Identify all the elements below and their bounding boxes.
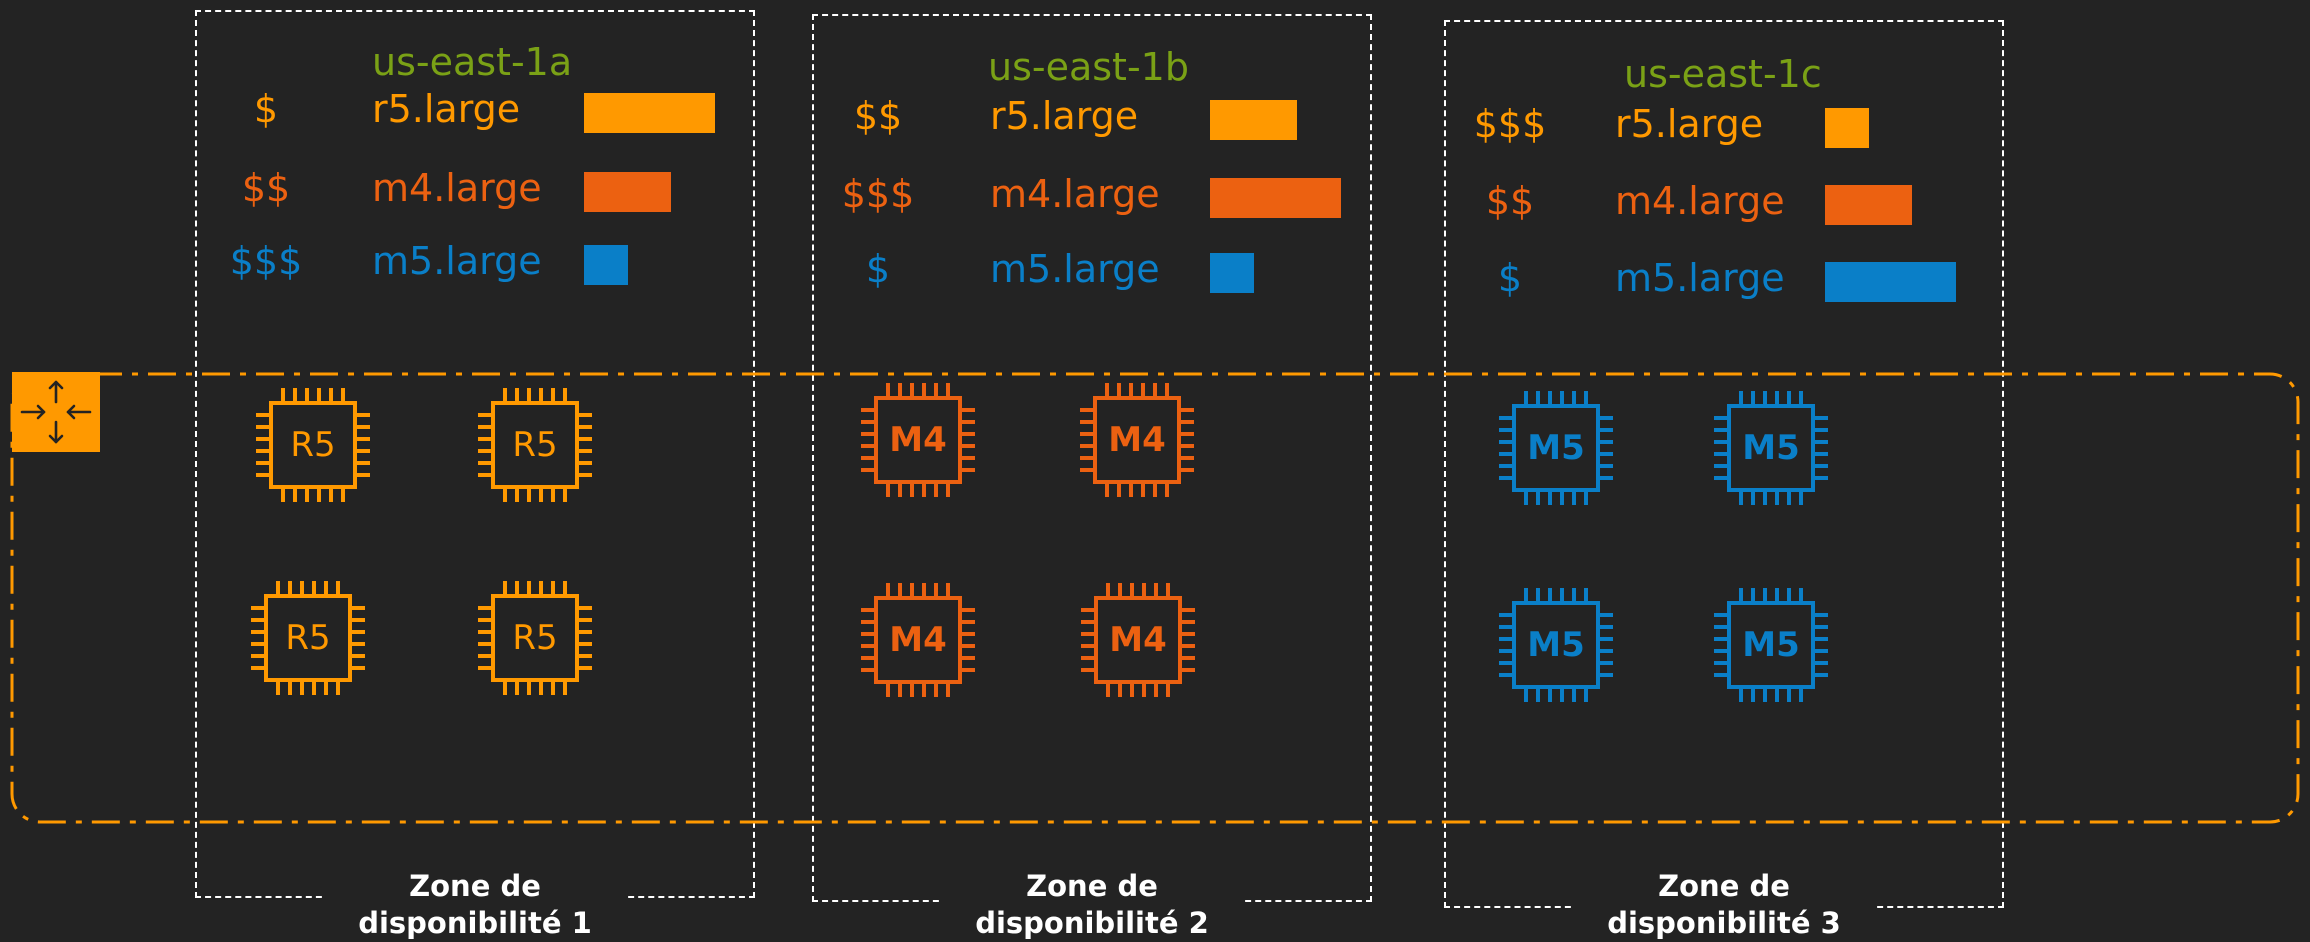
instance-family-label: R5 bbox=[512, 425, 558, 465]
capacity-bar bbox=[1825, 262, 1956, 302]
price-tier-label: $ bbox=[253, 87, 279, 131]
instance-type-label: m4.large bbox=[372, 166, 542, 210]
ec2-instance-icon: M4 bbox=[1072, 375, 1202, 505]
ec2-instance-icon: M5 bbox=[1491, 383, 1621, 513]
ec2-instance-icon: M4 bbox=[1073, 575, 1203, 705]
price-tier-label: $$ bbox=[241, 166, 291, 210]
ec2-instance-icon: R5 bbox=[243, 573, 373, 703]
capacity-bar bbox=[1825, 185, 1912, 225]
ec2-instance-icon: R5 bbox=[470, 380, 600, 510]
price-tier-label: $$$ bbox=[1473, 102, 1547, 146]
price-tier-label: $ bbox=[1497, 256, 1523, 300]
capacity-bar bbox=[1210, 178, 1341, 218]
ec2-instance-icon: M5 bbox=[1706, 383, 1836, 513]
price-tier-label: $$$ bbox=[229, 239, 303, 283]
instance-family-label: R5 bbox=[285, 618, 331, 658]
ec2-instance-icon: R5 bbox=[470, 573, 600, 703]
zone-region-name: us-east-1a bbox=[372, 40, 573, 84]
instance-type-label: m5.large bbox=[372, 239, 542, 283]
instance-family-label: M5 bbox=[1742, 428, 1800, 468]
instance-family-label: M4 bbox=[1108, 420, 1166, 460]
ec2-instance-icon: R5 bbox=[248, 380, 378, 510]
capacity-bar bbox=[1210, 253, 1254, 293]
ec2-instance-icon: M4 bbox=[853, 575, 983, 705]
instance-type-label: m5.large bbox=[1615, 256, 1785, 300]
instance-family-label: R5 bbox=[512, 618, 558, 658]
availability-zone-label-line1: Zone de bbox=[1026, 869, 1158, 903]
instance-family-label: M5 bbox=[1527, 625, 1585, 665]
capacity-bar bbox=[1825, 108, 1869, 148]
instance-type-label: m5.large bbox=[990, 247, 1160, 291]
instance-type-label: m4.large bbox=[990, 172, 1160, 216]
availability-zone-label-line1: Zone de bbox=[1658, 869, 1790, 903]
instance-family-label: M4 bbox=[889, 620, 947, 660]
price-tier-label: $$ bbox=[1485, 179, 1535, 223]
availability-zone-label-line2: disponibilité 2 bbox=[975, 906, 1209, 940]
instance-family-label: M5 bbox=[1742, 625, 1800, 665]
ec2-instance-icon: M4 bbox=[853, 375, 983, 505]
instance-family-label: R5 bbox=[290, 425, 336, 465]
availability-zone-label-line2: disponibilité 3 bbox=[1607, 906, 1841, 940]
availability-zone-label-line2: disponibilité 1 bbox=[358, 906, 592, 940]
availability-zone-label-line1: Zone de bbox=[409, 869, 541, 903]
ec2-instance-icon: M5 bbox=[1491, 580, 1621, 710]
instance-type-label: r5.large bbox=[990, 94, 1139, 138]
capacity-bar bbox=[584, 93, 715, 133]
capacity-bar bbox=[1210, 100, 1297, 140]
instance-family-label: M4 bbox=[1109, 620, 1167, 660]
instance-type-label: r5.large bbox=[1615, 102, 1764, 146]
zone-region-name: us-east-1b bbox=[988, 45, 1189, 89]
auto-scaling-icon bbox=[12, 372, 100, 452]
price-tier-label: $$$ bbox=[841, 172, 915, 216]
price-tier-label: $ bbox=[865, 247, 891, 291]
zone-region-name: us-east-1c bbox=[1624, 52, 1822, 96]
price-tier-label: $$ bbox=[853, 94, 903, 138]
instance-type-label: r5.large bbox=[372, 87, 521, 131]
ec2-instance-icon: M5 bbox=[1706, 580, 1836, 710]
capacity-bar bbox=[584, 172, 671, 212]
instance-type-label: m4.large bbox=[1615, 179, 1785, 223]
instance-family-label: M4 bbox=[889, 420, 947, 460]
instance-family-label: M5 bbox=[1527, 428, 1585, 468]
capacity-bar bbox=[584, 245, 628, 285]
